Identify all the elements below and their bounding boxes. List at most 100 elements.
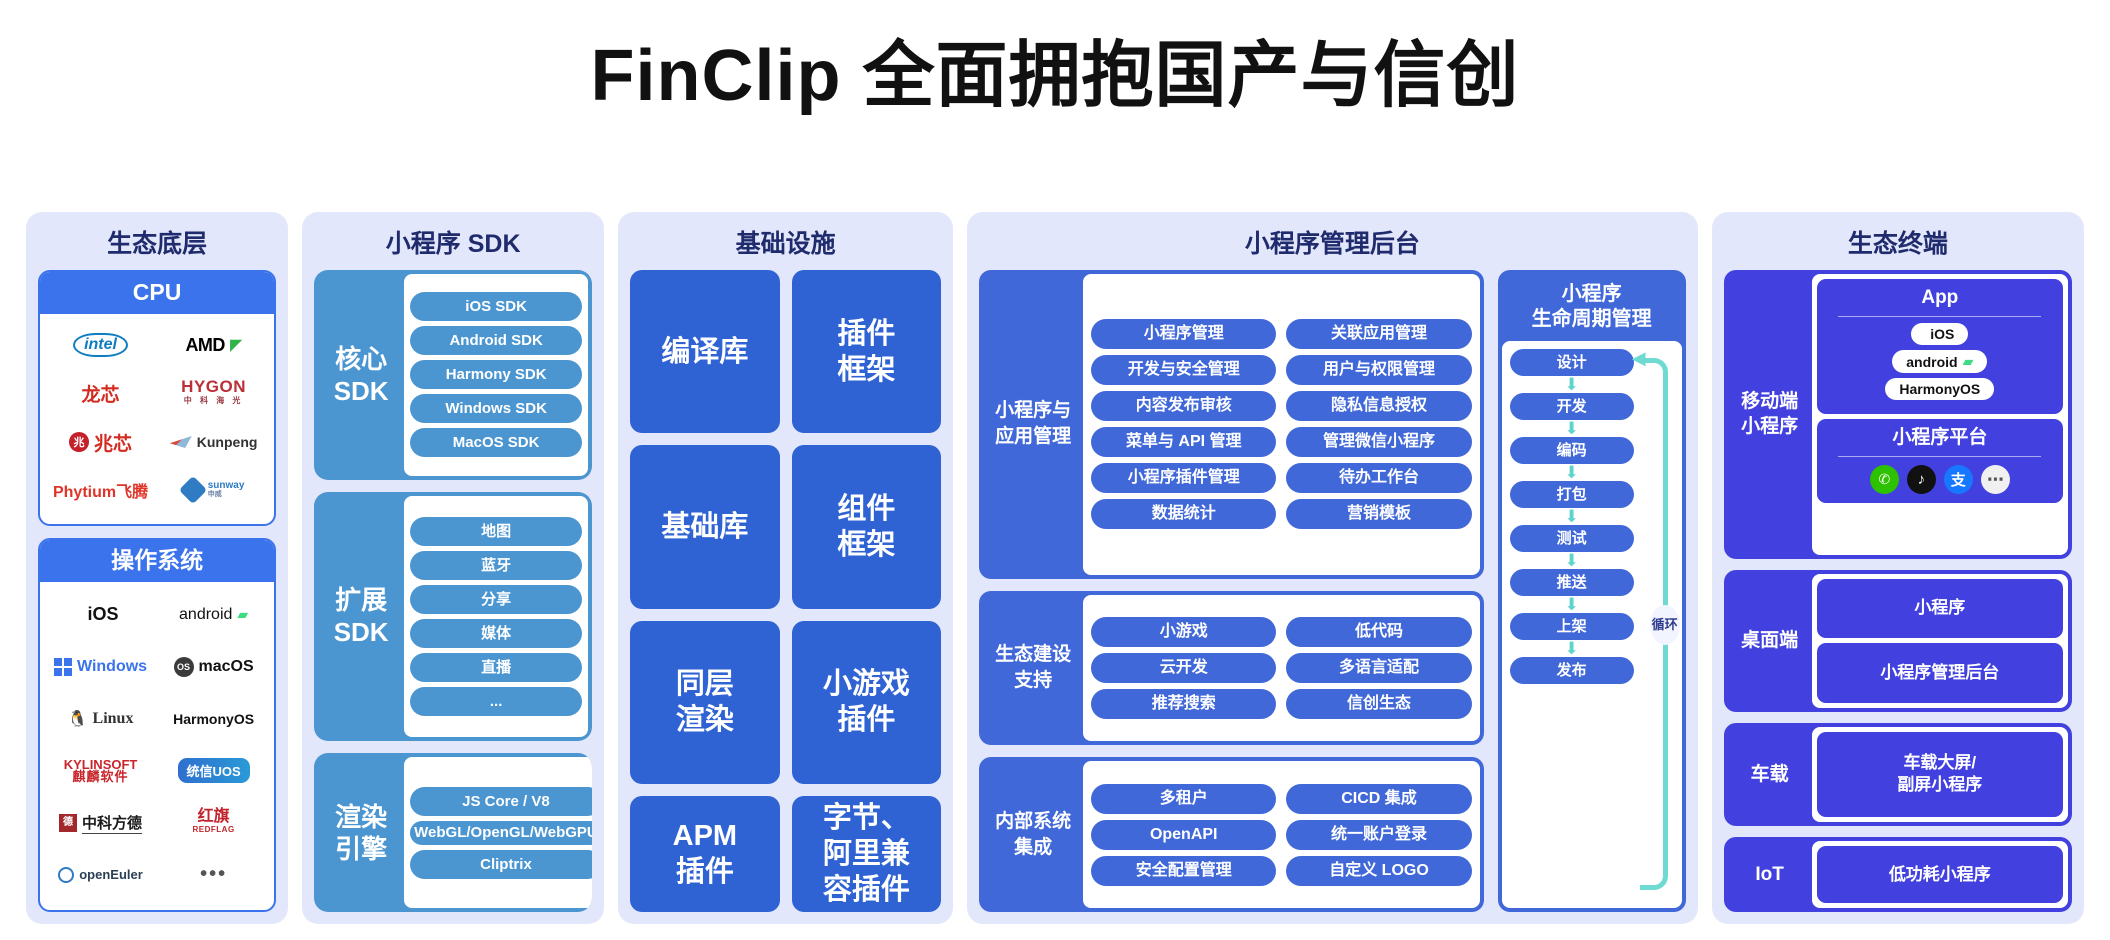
terminal-body-mobile: App iOS android▰ HarmonyOS 小程序平台 ✆ ♪ 支 (1811, 274, 2068, 555)
terminal-label-desktop: 桌面端 (1741, 630, 1799, 652)
terminal-card-title: App (1921, 287, 1959, 308)
platform-pill-ios[interactable]: iOS (1911, 323, 1969, 345)
admin-pill[interactable]: 管理微信小程序 (1286, 427, 1472, 458)
admin-pill[interactable]: 安全配置管理 (1091, 855, 1277, 886)
admin-pill[interactable]: 多语言适配 (1286, 653, 1472, 683)
admin-pill[interactable]: 菜单与 API 管理 (1091, 427, 1277, 458)
sdk-pill[interactable]: ... (410, 686, 583, 716)
sdk-pill[interactable]: Android SDK (410, 326, 583, 356)
platform-pill-android[interactable]: android▰ (1892, 350, 1988, 373)
lifecycle-step[interactable]: 发布 (1509, 657, 1634, 684)
terminal-item[interactable]: 低功耗小程序 (1816, 846, 2063, 903)
admin-group-label: 内部系统集成 (995, 810, 1072, 858)
zhaoxin-logo: 兆兆芯 (69, 425, 132, 459)
admin-pill[interactable]: 信创生态 (1286, 689, 1472, 719)
android-logo: android▰ (179, 605, 249, 623)
admin-pill[interactable]: 统一账户登录 (1286, 819, 1472, 850)
alipay-icon[interactable]: 支 (1943, 465, 1973, 494)
admin-pill[interactable]: 数据统计 (1091, 499, 1277, 530)
admin-pill[interactable]: 小游戏 (1091, 617, 1277, 647)
more-icon[interactable]: ⋯ (1980, 465, 2010, 494)
admin-pill[interactable]: 内容发布审核 (1091, 391, 1277, 422)
sdk-pill[interactable]: WebGL/OpenGL/WebGPU (410, 820, 593, 845)
sdk-label-extension: 扩展 SDK (333, 585, 389, 648)
sdk-block-core: 核心 SDK iOS SDK Android SDK Harmony SDK W… (314, 270, 593, 480)
admin-pill[interactable]: 小程序插件管理 (1091, 463, 1277, 494)
admin-group-label: 小程序与应用管理 (995, 400, 1072, 448)
arrow-down-icon: ⬇ (1564, 551, 1579, 570)
divider (1838, 316, 2042, 317)
sdk-pill[interactable]: 直播 (410, 652, 583, 682)
arrow-left-icon: ◀ (1631, 348, 1646, 368)
admin-pill[interactable]: 待办工作台 (1286, 463, 1472, 494)
lifecycle-panel: 小程序 生命周期管理 设计 ⬇ 开发 ⬇ 编码 ⬇ 打包 ⬇ (1497, 270, 1686, 912)
lifecycle-step[interactable]: 编码 (1509, 437, 1634, 464)
infra-cell[interactable]: 字节、阿里兼容插件 (791, 795, 942, 912)
infra-cell[interactable]: 组件框架 (791, 445, 942, 609)
sdk-pill[interactable]: Cliptrix (410, 849, 593, 879)
terminal-label-iot: IoT (1755, 864, 1784, 886)
terminal-item[interactable]: 小程序 (1816, 578, 2063, 639)
admin-pill[interactable]: 关联应用管理 (1286, 319, 1472, 350)
infra-cell[interactable]: 基础库 (630, 445, 780, 609)
admin-pill[interactable]: 多租户 (1091, 783, 1277, 814)
lifecycle-step[interactable]: 设计 (1509, 349, 1634, 376)
terminal-block-mobile: 移动端小程序 App iOS android▰ HarmonyOS 小程序平台 (1723, 270, 2072, 559)
phytium-logo: Phytium飞腾 (52, 484, 149, 502)
wechat-icon[interactable]: ✆ (1869, 465, 1899, 494)
terminal-block-vehicle: 车载 车载大屏/ 副屏小程序 (1723, 722, 2072, 827)
lifecycle-loop-label: 循环 (1649, 604, 1680, 645)
lifecycle-step[interactable]: 上架 (1509, 613, 1634, 640)
infra-cell[interactable]: 插件框架 (791, 270, 942, 434)
admin-pill[interactable]: 开发与安全管理 (1091, 355, 1277, 386)
terminal-label-mobile: 移动端小程序 (1741, 391, 1799, 438)
admin-pill[interactable]: 营销模板 (1286, 499, 1472, 530)
lifecycle-body: 设计 ⬇ 开发 ⬇ 编码 ⬇ 打包 ⬇ 测试 ⬇ 推送 ⬇ 上架 (1501, 341, 1682, 908)
infra-cell[interactable]: 同层渲染 (630, 620, 780, 784)
admin-pill[interactable]: CICD 集成 (1286, 783, 1472, 814)
sdk-pill[interactable]: iOS SDK (410, 292, 583, 322)
sdk-pill[interactable]: 分享 (410, 584, 583, 614)
sdk-pill[interactable]: 蓝牙 (410, 550, 583, 580)
lifecycle-step[interactable]: 打包 (1509, 481, 1634, 508)
admin-pill[interactable]: 小程序管理 (1091, 319, 1277, 350)
panel-title-admin: 小程序管理后台 (1244, 230, 1420, 258)
page-title: FinClip 全面拥抱国产与信创 (590, 36, 1520, 116)
sdk-pill[interactable]: JS Core / V8 (410, 786, 593, 816)
lifecycle-step[interactable]: 测试 (1509, 525, 1634, 552)
admin-pill[interactable]: 推荐搜索 (1091, 689, 1277, 719)
platform-pill-harmonyos[interactable]: HarmonyOS (1885, 378, 1995, 400)
card-cpu-header: CPU (40, 272, 275, 314)
terminal-item[interactable]: 小程序管理后台 (1816, 643, 2063, 703)
terminal-item[interactable]: 车载大屏/ 副屏小程序 (1816, 731, 2063, 818)
infra-cell[interactable]: 编译库 (630, 270, 780, 434)
admin-pill[interactable]: 自定义 LOGO (1286, 855, 1472, 886)
sdk-pill[interactable]: 地图 (410, 516, 583, 546)
douyin-icon[interactable]: ♪ (1906, 465, 1936, 494)
sdk-pill[interactable]: Windows SDK (410, 394, 583, 424)
admin-groups: 小程序与应用管理 小程序管理 关联应用管理 开发与安全管理 用户与权限管理 内容… (979, 270, 1484, 913)
infra-cell[interactable]: 小游戏插件 (791, 620, 942, 784)
admin-pill[interactable]: 低代码 (1286, 617, 1472, 647)
sdk-pill[interactable]: MacOS SDK (410, 428, 583, 458)
admin-pill[interactable]: 隐私信息授权 (1286, 391, 1472, 422)
panel-title-terminal: 生态终端 (1847, 230, 1948, 258)
sdk-pills-render-engine: JS Core / V8 WebGL/OpenGL/WebGPU Cliptri… (404, 757, 593, 908)
admin-pill[interactable]: OpenAPI (1091, 819, 1277, 850)
sdk-pill[interactable]: 媒体 (410, 618, 583, 648)
lifecycle-step[interactable]: 推送 (1509, 569, 1634, 596)
admin-pill[interactable]: 云开发 (1091, 653, 1277, 683)
lifecycle-step[interactable]: 开发 (1509, 393, 1634, 420)
admin-group-ecosystem-support: 生态建设支持 小游戏 低代码 云开发 多语言适配 推荐搜索 信创生态 (979, 590, 1484, 746)
admin-pill[interactable]: 用户与权限管理 (1286, 355, 1472, 386)
sdk-pill[interactable]: Harmony SDK (410, 360, 583, 390)
terminal-block-desktop: 桌面端 小程序 小程序管理后台 (1723, 569, 2072, 712)
